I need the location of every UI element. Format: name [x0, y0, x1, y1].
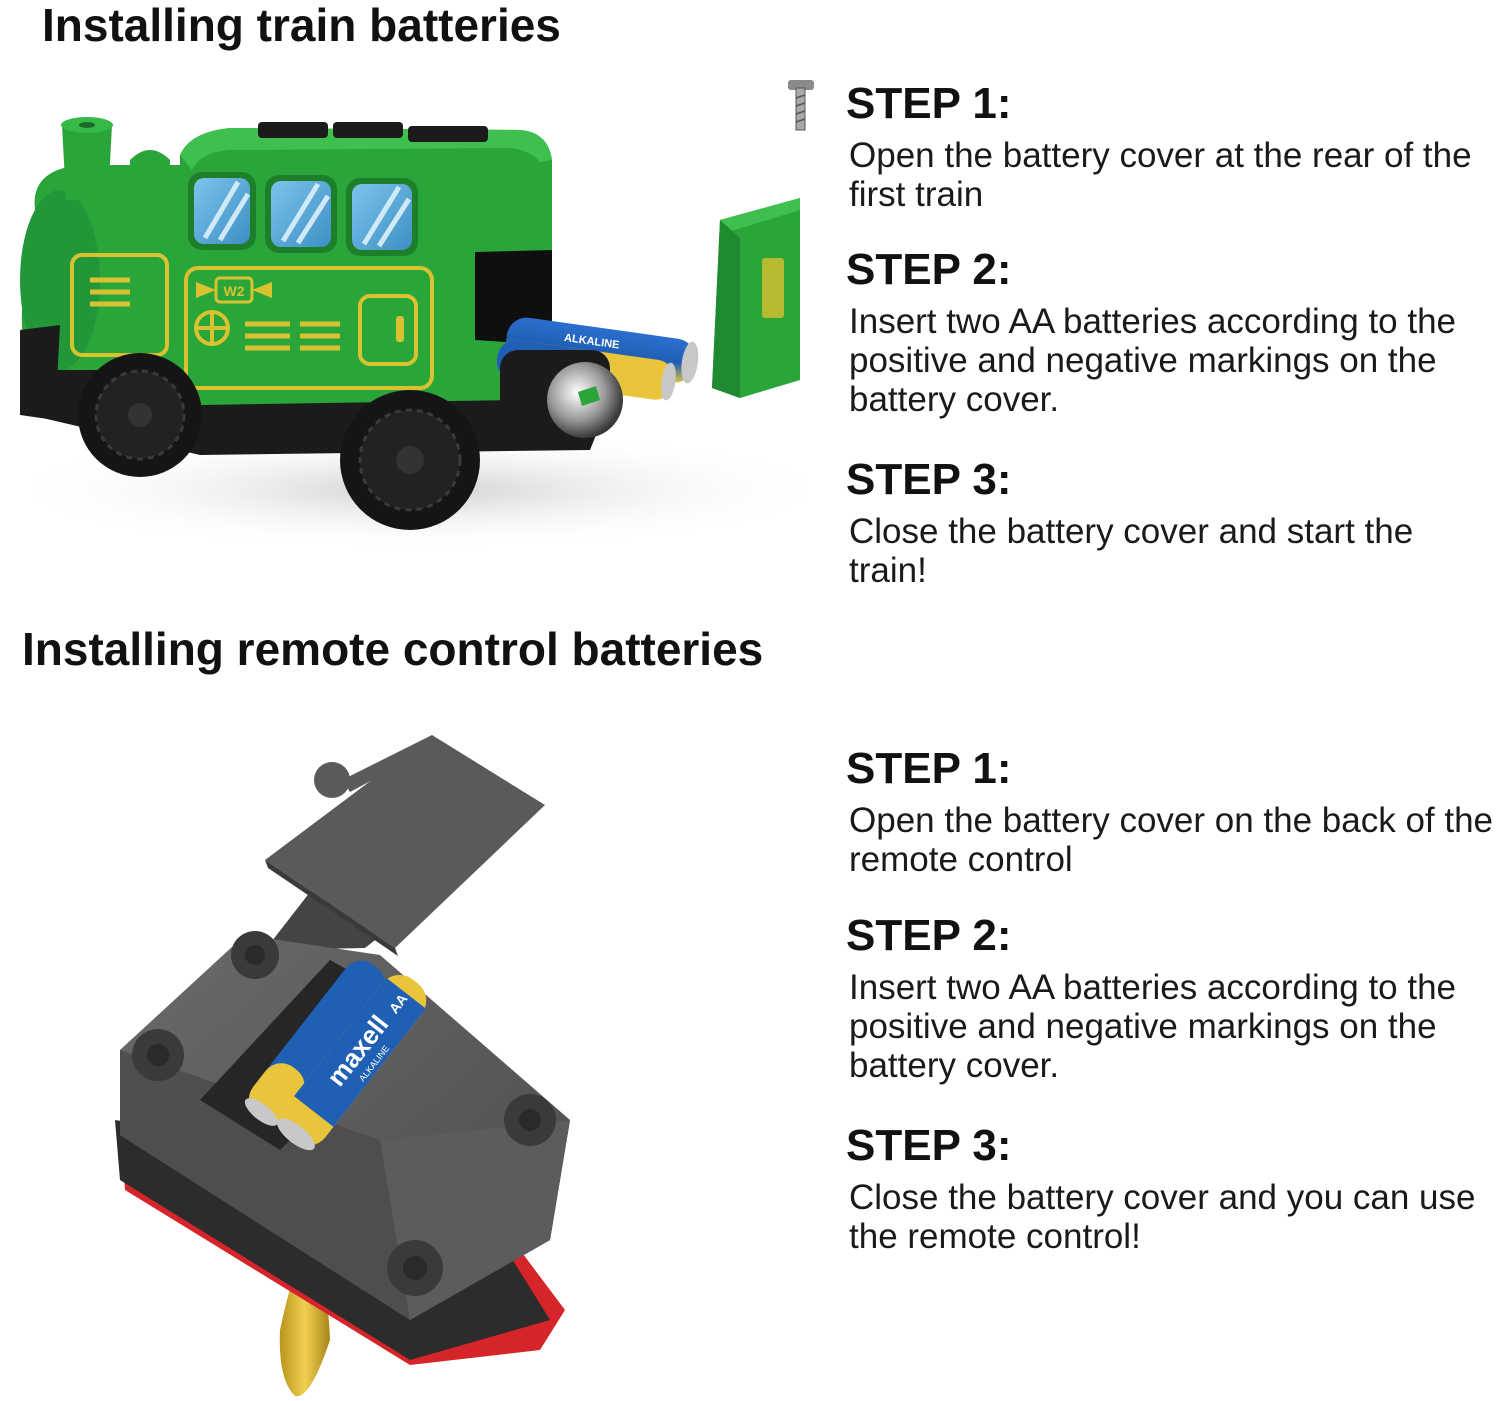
train-wheels: [78, 353, 480, 530]
remote-batteries: maxell ALKALINE AA: [244, 960, 427, 1151]
remote-step-2-title: STEP 2:: [846, 911, 1012, 960]
train-step-3-title: STEP 3:: [846, 455, 1012, 504]
remote-step-2-text: Insert two AA batteries according to the…: [849, 968, 1457, 1085]
remote-battery-cover: [265, 735, 545, 956]
remote-step-3-title: STEP 3:: [846, 1121, 1012, 1170]
remote-step-1-text: Open the battery cover on the back of th…: [849, 801, 1494, 879]
w2-badge-label: W2: [224, 283, 245, 299]
remote-illustration: maxell ALKALINE AA: [115, 735, 570, 1397]
w2-badge: W2: [196, 276, 272, 304]
train-battery-cover: [712, 198, 800, 398]
cab-windows: [188, 172, 418, 256]
train-step-1-title: STEP 1:: [846, 79, 1012, 128]
train-step-2: STEP 2: Insert two AA batteries accordin…: [846, 245, 1496, 420]
remote-step-3-text: Close the battery cover and you can use …: [849, 1178, 1476, 1256]
remote-section-heading: Installing remote control batteries: [22, 623, 764, 675]
remote-step-1: STEP 1: Open the battery cover on the ba…: [846, 744, 1496, 880]
train-step-3: STEP 3: Close the battery cover and star…: [846, 455, 1496, 591]
remote-step-3: STEP 3: Close the battery cover and you …: [846, 1121, 1496, 1257]
train-step-2-title: STEP 2:: [846, 245, 1012, 294]
screw-icon: [788, 80, 814, 131]
train-step-1: STEP 1: Open the battery cover at the re…: [846, 79, 1496, 215]
train-step-1-text: Open the battery cover at the rear of th…: [849, 136, 1472, 214]
train-section-heading: Installing train batteries: [42, 0, 561, 51]
remote-step-2: STEP 2: Insert two AA batteries accordin…: [846, 911, 1496, 1086]
train-step-3-text: Close the battery cover and start the tr…: [849, 512, 1414, 590]
remote-step-1-title: STEP 1:: [846, 744, 1012, 793]
train-step-2-text: Insert two AA batteries according to the…: [849, 302, 1457, 419]
train-illustration: W2 ALKALINE +: [0, 80, 840, 550]
